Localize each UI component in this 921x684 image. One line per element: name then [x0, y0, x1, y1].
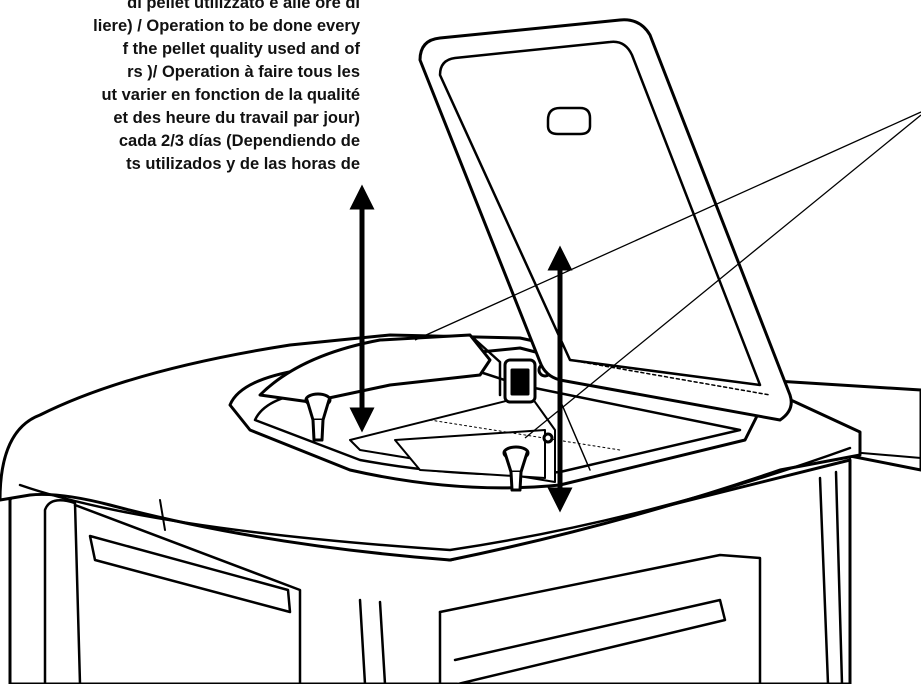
caption-line-6: et des heure du travail par jour) — [113, 109, 360, 127]
hopper-lid — [418, 18, 793, 422]
caption-line-8: ts utilizados y de las horas de — [126, 155, 360, 173]
cleaning-knob-right — [502, 445, 530, 492]
caption-line-2: liere) / Operation to be done every — [93, 17, 360, 35]
leader-line-2 — [524, 114, 921, 439]
caption-line-7: cada 2/3 días (Dependiendo de — [118, 132, 360, 150]
hopper-back-block — [258, 333, 502, 404]
caption-line-3: f the pellet quality used and of — [122, 40, 360, 58]
caption-line-1: di pellet utilizzato e alle ore di — [127, 0, 360, 12]
caption-line-4: rs )/ Operation à faire tous les — [127, 63, 360, 81]
caption-line-5: ut varier en fonction de la qualité — [101, 86, 360, 104]
cleaning-knob-left — [304, 392, 332, 442]
instruction-caption: di pellet utilizzato e alle ore di liere… — [0, 0, 360, 176]
hopper-detail-dot — [542, 432, 554, 444]
leader-line-1 — [414, 111, 921, 341]
